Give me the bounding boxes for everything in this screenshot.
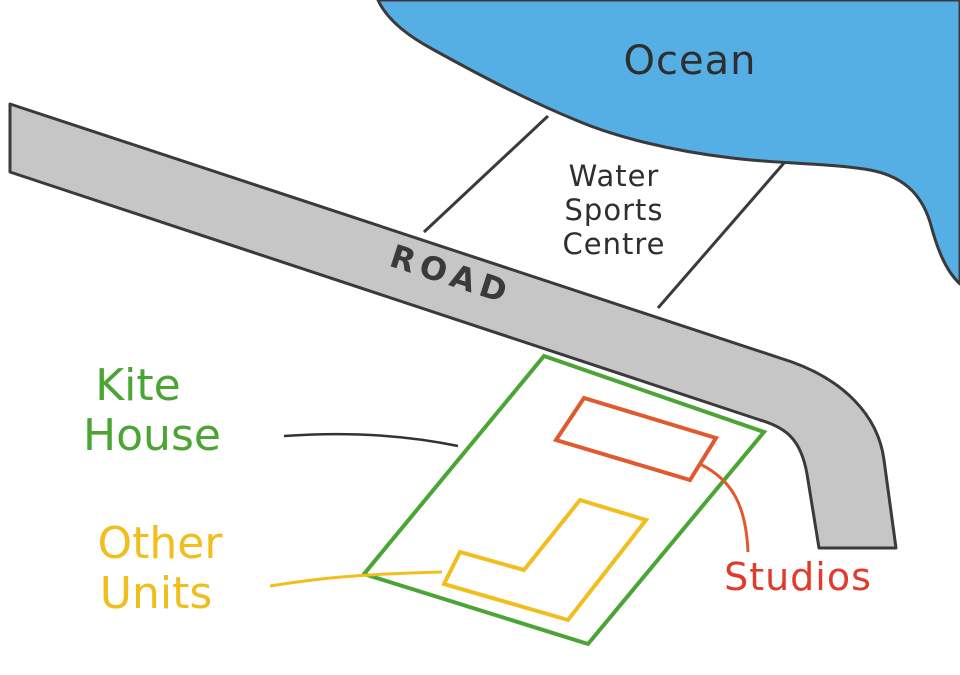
ocean-area xyxy=(376,0,960,286)
ocean-label: Ocean xyxy=(624,38,757,84)
water-sports-centre-right-boundary xyxy=(656,162,786,309)
other-units-label-line-1: Other xyxy=(98,518,224,569)
kite-house-label-line-1: Kite xyxy=(95,360,180,411)
studios-label: Studios xyxy=(724,555,872,599)
kite-house-label-line-2: House xyxy=(83,410,221,461)
kite-house-outline xyxy=(360,353,768,647)
other-units-label-line-2: Units xyxy=(100,568,213,619)
water-sports-centre-label-line-1: Water xyxy=(569,159,660,193)
road xyxy=(8,102,898,550)
studios-leader-line xyxy=(699,462,750,553)
water-sports-centre-label-line-3: Centre xyxy=(563,227,666,261)
other-units-outline xyxy=(441,497,650,623)
water-sports-centre-label-line-2: Sports xyxy=(565,193,664,227)
water-sports-centre-left-boundary xyxy=(422,114,550,234)
studios-outline xyxy=(552,395,720,483)
other-units-leader-line xyxy=(269,570,443,588)
kite-house-leader-line xyxy=(283,432,459,448)
